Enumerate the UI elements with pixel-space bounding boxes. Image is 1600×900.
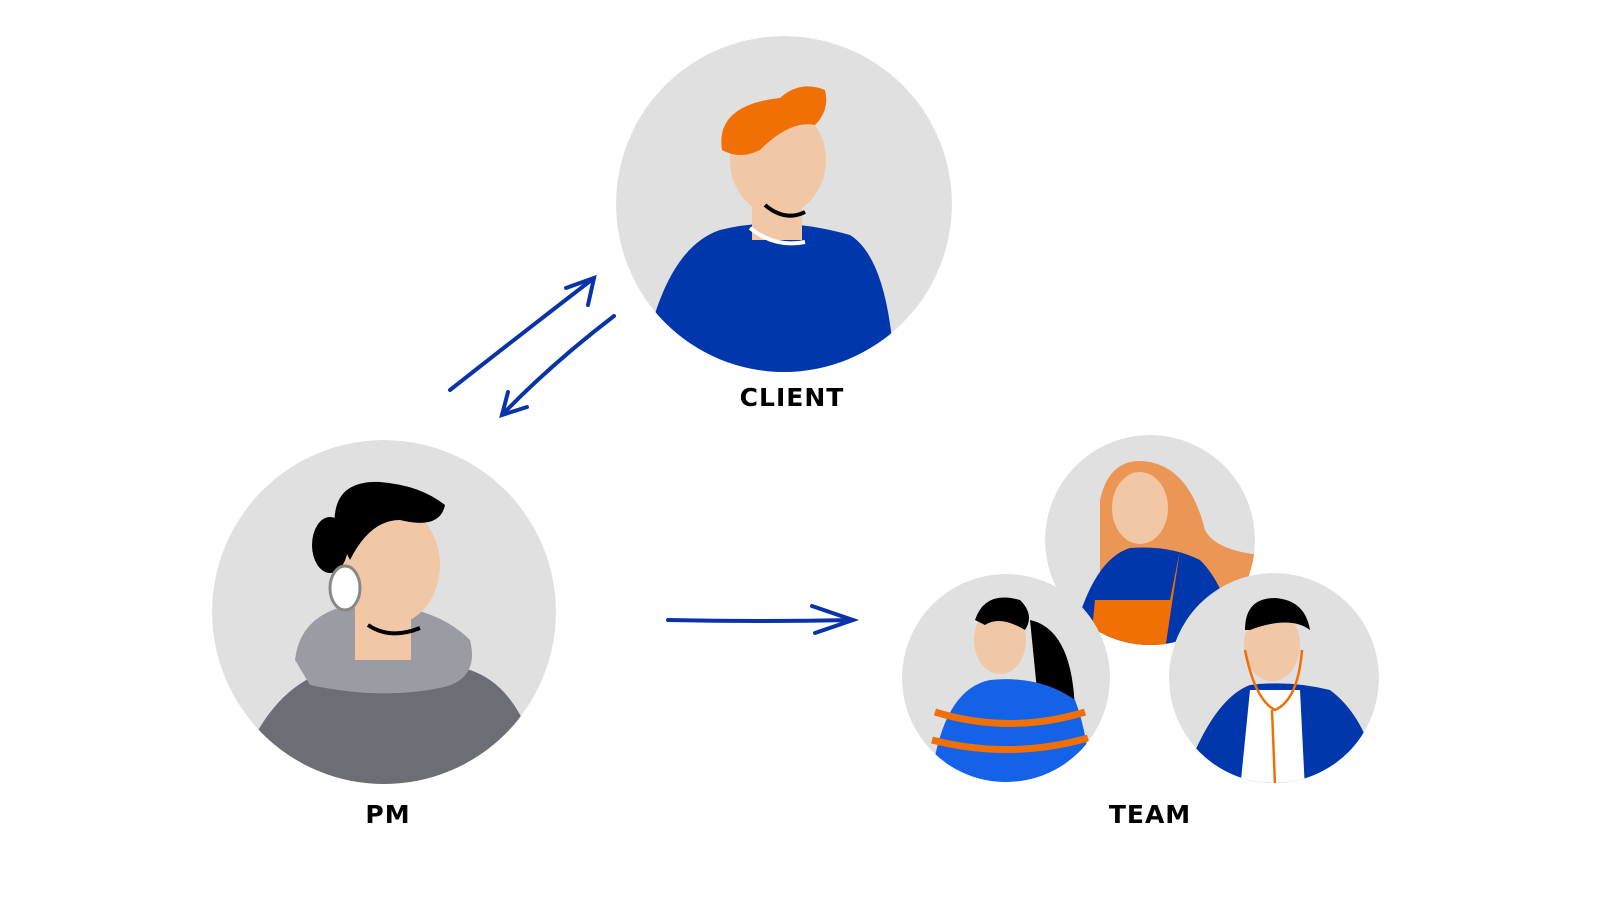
pm-label: PM bbox=[365, 800, 410, 829]
team-label: TEAM bbox=[1109, 800, 1191, 829]
client-label: CLIENT bbox=[740, 383, 845, 412]
pm-avatar bbox=[212, 440, 556, 784]
team-member-avatar bbox=[902, 574, 1110, 782]
client-avatar bbox=[616, 36, 952, 372]
team-member-avatar bbox=[1169, 573, 1379, 783]
arrow-pm-to-client bbox=[448, 274, 597, 392]
arrow-pm-to-team bbox=[666, 604, 860, 635]
arrow-client-to-pm bbox=[499, 314, 616, 419]
